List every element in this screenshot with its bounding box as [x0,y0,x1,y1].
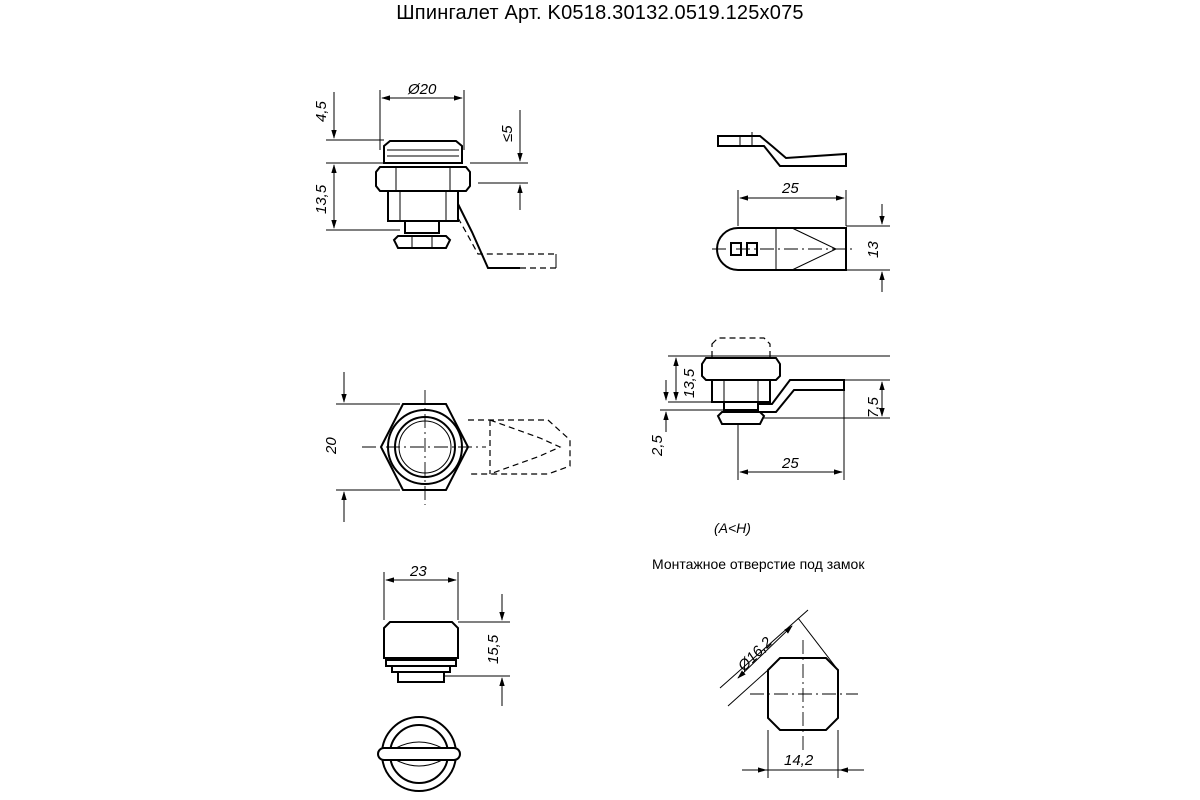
dim-head-diameter: Ø20 [407,81,437,98]
mounting-hole: Ø16,2 14,2 [719,609,864,778]
dim-hex-width: 20 [323,437,340,455]
cap-top-view [377,716,461,792]
dim-max-thickness: ≤5 [499,125,516,142]
side-view: 13,5 2,5 7,5 25 [649,337,890,480]
dim-side-gap: 2,5 [649,434,666,457]
dim-cap-width: 23 [409,563,427,580]
dim-side-body: 13,5 [681,368,698,398]
dim-cap-height: 15,5 [485,634,502,664]
dim-side-offset: 7,5 [865,396,882,418]
cap-view: 23 15,5 [383,563,510,706]
cam-plan: 25 13 [712,180,890,292]
plan-view: 20 [323,372,571,522]
cam-profile [717,132,847,167]
condition-note: (A<H) [714,520,751,536]
dim-head-height: 4,5 [313,100,330,122]
drawing-title: Шпингалет Арт. K0518.30132.0519.125x075 [396,2,804,24]
dim-body-height: 13,5 [313,184,330,214]
dim-hole-flat: 14,2 [784,752,814,769]
front-view: Ø20 4,5 13,5 ≤5 [313,81,557,269]
dim-cam-length: 25 [781,180,799,197]
mounting-hole-caption: Монтажное отверстие под замок [652,556,865,572]
dim-side-length: 25 [781,455,799,472]
dim-cam-width: 13 [865,241,882,258]
